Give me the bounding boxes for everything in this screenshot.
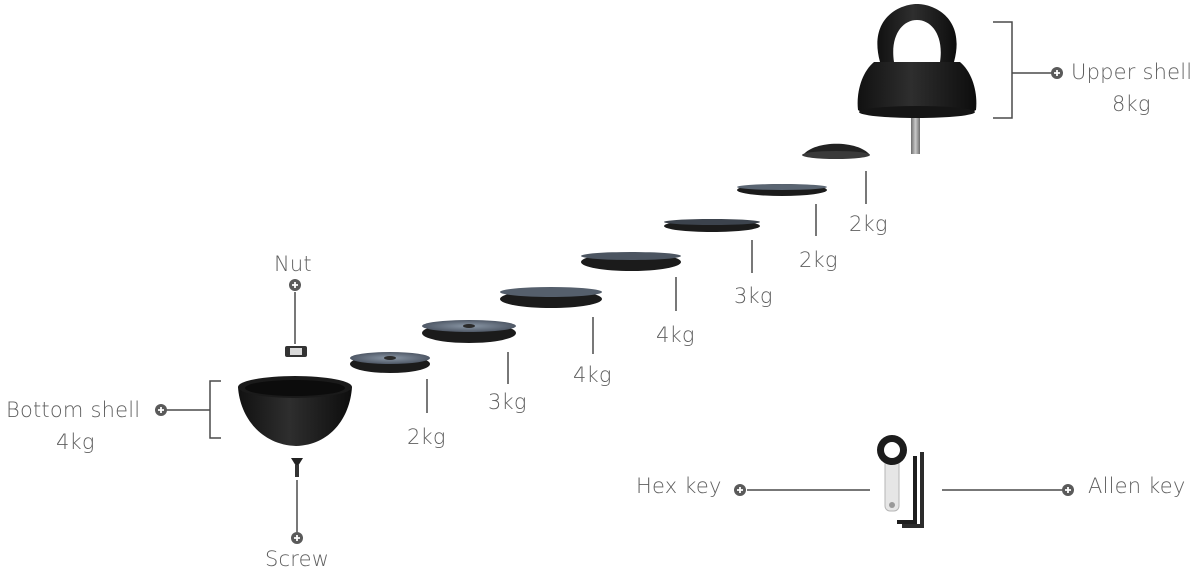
bottom-shell-label: Bottom shell bbox=[6, 398, 141, 422]
screw-label: Screw bbox=[265, 547, 330, 571]
plate-5-weight: 3kg bbox=[734, 284, 773, 308]
screw-plus-icon[interactable] bbox=[291, 532, 303, 544]
plate-6-image bbox=[737, 184, 827, 196]
plate-2-image bbox=[422, 320, 516, 343]
plate-4-image bbox=[581, 252, 681, 271]
plate-1-weight: 2kg bbox=[407, 425, 446, 449]
upper-shell-image bbox=[857, 4, 977, 154]
upper-shell-bracket bbox=[993, 21, 1013, 119]
upper-shell-weight: 8kg bbox=[1112, 92, 1151, 116]
hex-key-image bbox=[877, 435, 907, 512]
plate-3-image bbox=[500, 287, 602, 308]
bottom-shell-plus-icon[interactable] bbox=[155, 404, 167, 416]
plate-3-weight: 4kg bbox=[573, 363, 612, 387]
nut-plus-icon[interactable] bbox=[289, 279, 301, 291]
plate-1-image bbox=[350, 352, 430, 373]
leader-lines bbox=[166, 21, 1062, 532]
nut-label: Nut bbox=[274, 252, 312, 276]
kettlebell-body bbox=[857, 62, 977, 118]
upper-shell-plus-icon[interactable] bbox=[1051, 67, 1063, 79]
bottom-shell-weight: 4kg bbox=[56, 430, 95, 454]
hex-key-label: Hex key bbox=[636, 474, 722, 498]
screw-image bbox=[291, 458, 303, 477]
threaded-rod bbox=[911, 108, 920, 154]
plate-2-weight: 3kg bbox=[488, 390, 527, 414]
plate-6-weight: 2kg bbox=[799, 248, 838, 272]
kettlebell-rim bbox=[859, 106, 975, 118]
plate-7-weight: 2kg bbox=[849, 212, 888, 236]
bottom-shell-bracket bbox=[209, 380, 221, 439]
kettlebell-handle bbox=[877, 4, 957, 62]
allen-key-image bbox=[897, 452, 924, 528]
plate-5-image bbox=[664, 219, 760, 232]
allen-key-plus-icon[interactable] bbox=[1062, 484, 1074, 496]
allen-key-label: Allen key bbox=[1088, 474, 1186, 498]
nut-image bbox=[285, 346, 307, 357]
plate-7-image bbox=[802, 143, 870, 159]
hex-key-plus-icon[interactable] bbox=[734, 484, 746, 496]
bottom-shell-image bbox=[238, 376, 352, 446]
plate-4-weight: 4kg bbox=[656, 323, 695, 347]
upper-shell-label: Upper shell bbox=[1071, 60, 1193, 84]
